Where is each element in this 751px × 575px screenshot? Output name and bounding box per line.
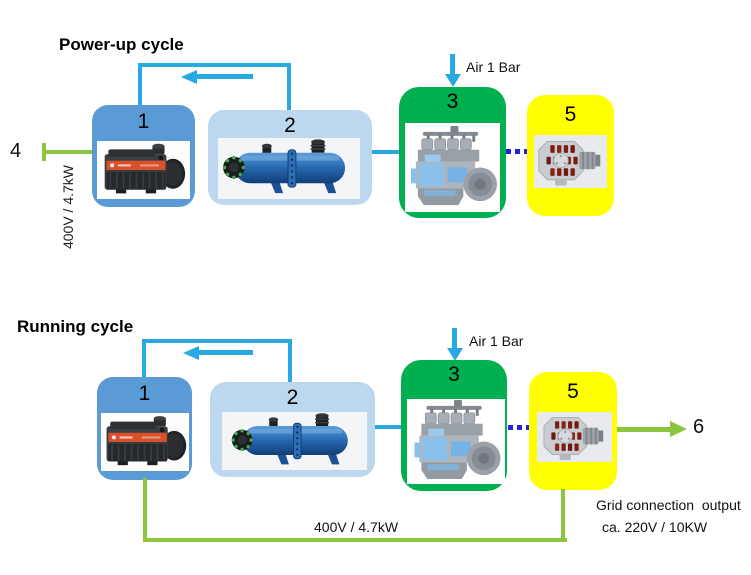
powerup-air-arrow-down-icon xyxy=(445,74,461,87)
running-power-label: 400V / 4.7kW xyxy=(314,519,399,535)
running-air-label: Air 1 Bar xyxy=(469,333,524,349)
running-power-line-from-block5 xyxy=(561,489,565,538)
powerup-loop-line-left xyxy=(138,63,142,107)
vacuum-pump-image xyxy=(97,141,190,199)
grid-connection-label-line2: ca. 220V / 10KW xyxy=(602,519,708,535)
alternator-image xyxy=(537,412,612,462)
powerup-dotted-coupling xyxy=(506,149,532,154)
running-block-1: 1 xyxy=(97,377,192,480)
vacuum-pump-image xyxy=(101,413,189,471)
grid-connection-label-line1: Grid connection output xyxy=(596,497,741,513)
powerup-block-3: 3 xyxy=(399,87,506,218)
running-block-5: 5 xyxy=(529,372,617,490)
powerup-input-line xyxy=(42,150,93,154)
powerup-loop-line-right xyxy=(287,63,291,112)
heat-exchanger-image xyxy=(218,138,360,199)
running-power-line-bottom xyxy=(143,538,567,542)
running-connector-2-3 xyxy=(375,425,402,429)
powerup-node-4: 4 xyxy=(10,140,22,162)
running-output-arrow-right-icon xyxy=(670,421,687,437)
block-number: 1 xyxy=(137,110,150,133)
running-loop-arrow-shaft xyxy=(199,350,253,355)
running-loop-line-top xyxy=(142,339,292,343)
running-title: Running cycle xyxy=(17,317,134,336)
powerup-loop-line-top xyxy=(138,63,291,67)
diesel-engine-image xyxy=(405,123,500,212)
block-number: 2 xyxy=(286,386,299,409)
running-power-line-from-block1 xyxy=(143,478,147,542)
block-number: 5 xyxy=(564,103,577,126)
powerup-title: Power-up cycle xyxy=(59,35,184,54)
running-air-arrow-shaft xyxy=(452,328,457,349)
powerup-air-arrow-shaft xyxy=(450,54,455,75)
powerup-loop-arrow-left-icon xyxy=(181,70,197,84)
running-output-arrow-shaft xyxy=(617,427,672,432)
powerup-block-1: 1 xyxy=(92,105,195,207)
powerup-connector-2-3 xyxy=(372,150,400,154)
running-dotted-coupling xyxy=(508,425,534,430)
running-loop-line-left xyxy=(142,339,146,377)
running-air-arrow-down-icon xyxy=(447,348,463,361)
powerup-input-power-label: 400V / 4.7kW xyxy=(60,164,76,250)
block-number: 2 xyxy=(284,114,296,137)
alternator-image xyxy=(534,135,607,188)
running-block-2: 2 xyxy=(210,382,375,477)
running-loop-line-right xyxy=(288,339,292,382)
heat-exchanger-image xyxy=(222,412,367,470)
powerup-block-5: 5 xyxy=(527,95,614,216)
powerup-block-2: 2 xyxy=(208,110,372,205)
block-number: 3 xyxy=(448,363,460,386)
block-number: 1 xyxy=(138,382,151,405)
diesel-engine-image xyxy=(407,399,505,484)
powerup-loop-arrow-shaft xyxy=(197,74,253,79)
block-number: 5 xyxy=(567,380,579,403)
block-number: 3 xyxy=(446,90,459,113)
running-loop-arrow-left-icon xyxy=(183,346,199,360)
running-node-6: 6 xyxy=(693,416,705,438)
powerup-air-label: Air 1 Bar xyxy=(466,59,521,75)
running-block-3: 3 xyxy=(401,360,507,491)
